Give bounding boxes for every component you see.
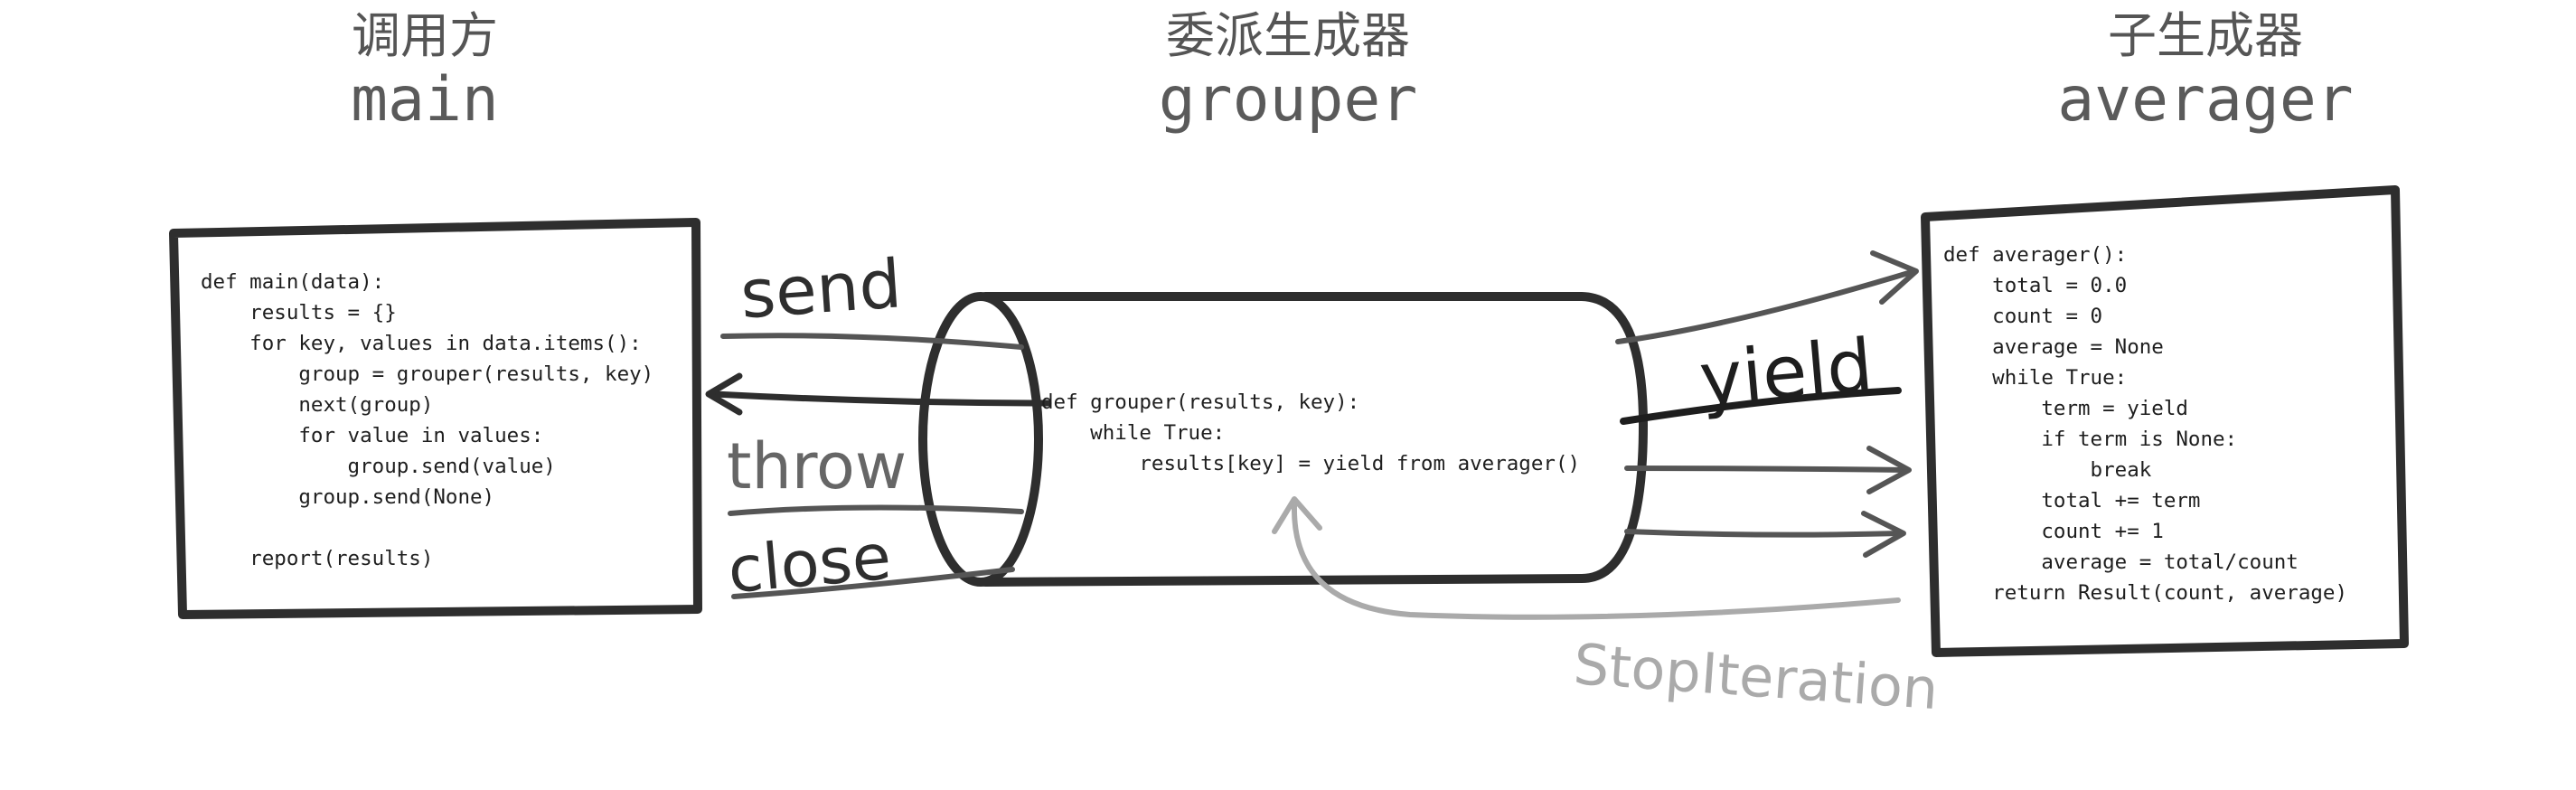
close-line [731, 567, 1015, 599]
yield-line-from-averager [1620, 387, 1902, 425]
close-label: close [725, 520, 894, 607]
throw-arrow-to-averager [1624, 466, 1910, 473]
stop-iteration-label: StopIteration [1572, 631, 1941, 722]
averager-code-line: def averager(): [1943, 243, 2128, 267]
caller-title-en: main [351, 64, 499, 136]
grouper-code: def grouper(results, key): while True: r… [1041, 387, 1580, 479]
averager-code-line: count += 1 [1943, 520, 2164, 543]
send-arrow-head [1870, 250, 1919, 305]
send-line [720, 333, 1024, 350]
subgenerator-title-en: averager [2057, 64, 2354, 136]
averager-code-line: while True: [1943, 366, 2128, 390]
delegating-generator-heading: 委派生成器 grouper [1062, 7, 1514, 136]
stop-iteration-arrow [1291, 503, 1901, 620]
main-code-line: group.send(value) [201, 455, 556, 478]
averager-code-line: average = total/count [1943, 550, 2299, 574]
return-arrow-head [705, 372, 743, 416]
averager-code-line: if term is None: [1943, 428, 2238, 451]
close-arrow-to-averager [1624, 529, 1904, 538]
main-code-box [169, 218, 702, 619]
grouper-code-line: while True: [1041, 421, 1226, 445]
subgenerator-title-cn: 子生成器 [2108, 7, 2303, 64]
subgenerator-heading: 子生成器 averager [1943, 7, 2468, 136]
averager-code: def averager(): total = 0.0 count = 0 av… [1943, 240, 2347, 608]
main-code-line: next(group) [201, 393, 434, 417]
throw-arrow-head [1866, 446, 1912, 494]
main-code-line: for value in values: [201, 424, 544, 447]
grouper-code-line: results[key] = yield from averager() [1041, 452, 1581, 475]
main-code-line: group = grouper(results, key) [201, 362, 654, 386]
averager-code-line: return Result(count, average) [1943, 581, 2348, 605]
averager-code-box [1921, 185, 2409, 657]
return-arrow-to-main [710, 390, 1052, 407]
averager-code-line: break [1943, 458, 2152, 482]
stop-iteration-arrow-head [1272, 496, 1322, 534]
throw-label: throw [727, 429, 907, 503]
yield-label: yield [1697, 323, 1876, 421]
caller-heading: 调用方 main [253, 7, 597, 136]
delegating-generator-title-cn: 委派生成器 [1166, 7, 1410, 64]
grouper-code-line: def grouper(results, key): [1041, 390, 1360, 414]
delegating-generator-title-en: grouper [1158, 64, 1418, 136]
main-code-line: for key, values in data.items(): [201, 332, 642, 355]
throw-line [728, 504, 1024, 516]
averager-code-line: total = 0.0 [1943, 274, 2128, 297]
averager-code-line: count = 0 [1943, 305, 2103, 328]
send-arrow-to-averager [1615, 268, 1917, 344]
averager-code-line: term = yield [1943, 397, 2188, 420]
send-label: send [738, 245, 905, 334]
main-code: def main(data): results = {} for key, va… [201, 267, 653, 574]
averager-code-line: average = None [1943, 335, 2164, 359]
caller-title-cn: 调用方 [352, 7, 498, 64]
main-code-line: def main(data): [201, 270, 385, 294]
main-code-line: results = {} [201, 301, 397, 324]
averager-code-line: total += term [1943, 489, 2201, 513]
main-code-line: group.send(None) [201, 485, 495, 509]
close-arrow-head [1861, 511, 1906, 558]
main-code-line: report(results) [201, 547, 434, 570]
